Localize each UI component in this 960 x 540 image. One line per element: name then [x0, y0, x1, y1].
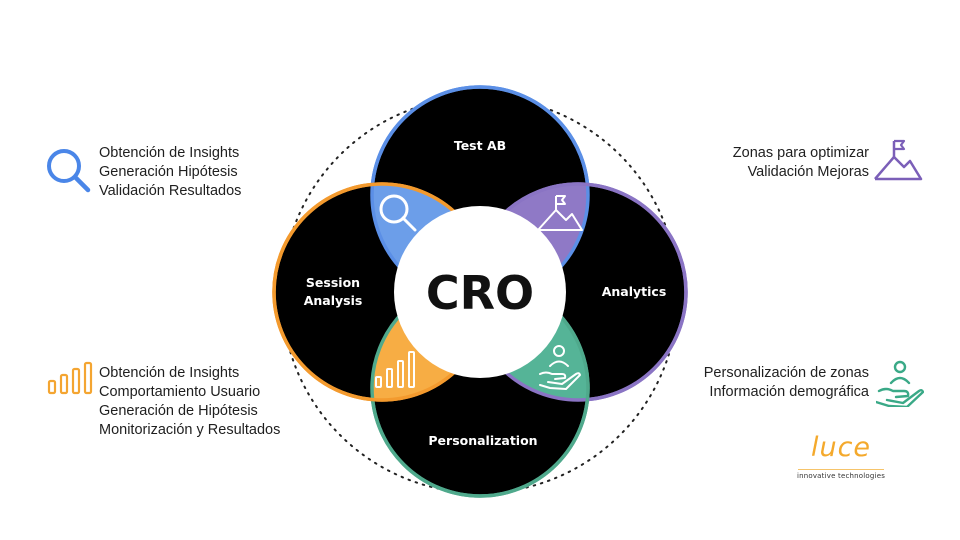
- center-title: CRO: [426, 266, 534, 320]
- hand-user-icon: [876, 360, 924, 407]
- left-top-text: Obtención de Insights Generación Hipótes…: [99, 144, 241, 201]
- petal-bar-chart-icon: [375, 351, 415, 388]
- left-bottom-line-2: Comportamiento Usuario: [99, 384, 261, 400]
- petal-search-icon: [379, 194, 417, 232]
- right-top-text: Zonas para optimizar Validación Mejoras: [733, 144, 869, 182]
- left-bottom-line-1: Obtención de Insights: [99, 365, 240, 381]
- right-top-line-1: Zonas para optimizar: [732, 145, 869, 161]
- mountain-flag-icon: [874, 139, 923, 181]
- right-bottom-line-1: Personalización de zonas: [703, 365, 869, 381]
- right-top-line-2: Validación Mejoras: [747, 164, 869, 180]
- petal-mountain-flag-icon: [537, 195, 583, 231]
- left-top-line-2: Generación Hipótesis: [99, 164, 238, 180]
- ring-label-left-2: Analysis: [304, 293, 363, 308]
- bar-chart-icon: [47, 361, 93, 395]
- left-bottom-line-3: Generación de Hipótesis: [99, 403, 258, 419]
- left-top-line-1: Obtención de Insights: [99, 145, 240, 161]
- left-bottom-line-4: Monitorización y Resultados: [99, 422, 281, 438]
- left-top-line-3: Validación Resultados: [99, 183, 242, 199]
- search-icon: [47, 149, 91, 193]
- center-circle: [394, 206, 566, 378]
- ring-label-left-1: Session: [306, 275, 360, 290]
- right-bottom-line-2: Información demográfica: [709, 384, 869, 400]
- logo-divider: [798, 469, 884, 470]
- logo-wordmark: luce: [810, 432, 872, 463]
- ring-label-right: Analytics: [602, 284, 667, 299]
- left-bottom-text: Obtención de Insights Comportamiento Usu…: [99, 364, 280, 440]
- logo-tagline: innovative technologies: [796, 472, 886, 480]
- petal-hand-user-icon: [539, 345, 581, 390]
- ring-label-bottom: Personalization: [428, 433, 537, 448]
- ring-label-top: Test AB: [454, 138, 506, 153]
- luce-logo: luce innovative technologies: [786, 432, 896, 484]
- right-bottom-text: Personalización de zonas Información dem…: [704, 364, 869, 402]
